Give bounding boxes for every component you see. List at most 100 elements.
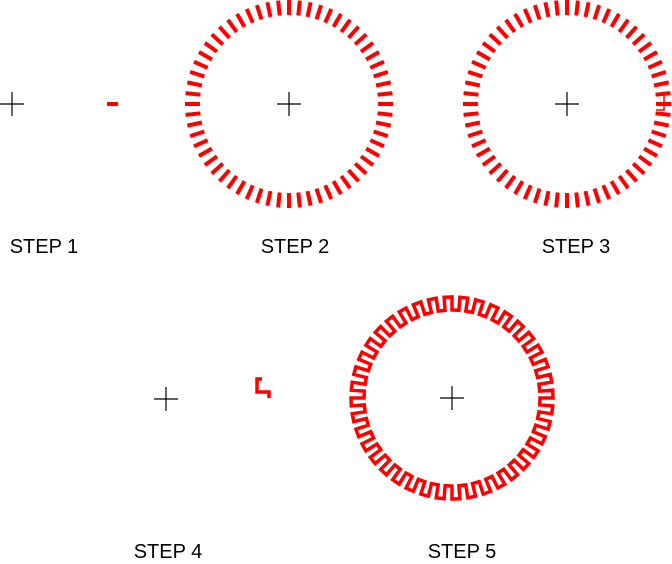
step-4-label: STEP 4: [133, 541, 203, 563]
radial-dash: [513, 180, 525, 196]
radial-dash: [210, 32, 225, 46]
radial-dash: [377, 111, 393, 117]
step-5-figure: [349, 295, 555, 501]
radial-dash: [463, 91, 479, 97]
radial-dash: [226, 174, 239, 190]
radial-dash: [314, 4, 324, 20]
radial-dash: [235, 180, 247, 196]
radial-dash: [655, 111, 671, 117]
radial-dash: [377, 91, 393, 97]
radial-dash: [235, 12, 247, 28]
radial-dash: [197, 50, 213, 62]
radial-dash: [369, 138, 385, 149]
radial-dash: [532, 4, 542, 20]
gear-tooth-segment: [255, 377, 271, 398]
radial-dash: [504, 18, 517, 34]
radial-dash: [637, 154, 653, 167]
radial-dash: [463, 111, 479, 117]
radial-dash: [365, 50, 381, 62]
radial-dash: [522, 184, 533, 200]
radial-dash: [305, 190, 313, 207]
step-3-figure: [463, 0, 671, 208]
radial-dash: [323, 8, 334, 24]
radial-dash: [601, 8, 612, 24]
radial-dash: [369, 59, 385, 70]
radial-dash: [254, 4, 264, 20]
radial-dash: [481, 41, 497, 54]
radial-dash: [653, 80, 670, 88]
radial-dash: [347, 25, 361, 40]
radial-dash: [467, 129, 483, 139]
radial-dash: [265, 190, 273, 207]
radial-dash: [592, 188, 602, 204]
radial-dash: [331, 12, 343, 28]
radial-dash: [554, 192, 560, 208]
radial-dash: [254, 188, 264, 204]
radial-dash: [543, 1, 551, 18]
radial-dash: [481, 154, 497, 167]
step-2-label: STEP 2: [260, 236, 330, 258]
radial-dash: [375, 80, 392, 88]
radial-dash: [637, 41, 653, 54]
radial-dash: [471, 59, 487, 70]
radial-dash: [244, 184, 255, 200]
radial-dash: [359, 41, 375, 54]
joined-segment: [656, 94, 665, 111]
crosshair-icon: [277, 92, 301, 116]
radial-dash: [653, 120, 670, 128]
step-5-label: STEP 5: [427, 541, 497, 563]
step-1-figure: [0, 92, 118, 116]
crosshair-icon: [0, 92, 24, 116]
radial-dash: [625, 168, 639, 183]
radial-dash: [583, 190, 591, 207]
gear-outline: [349, 295, 555, 501]
radial-dash: [488, 162, 503, 176]
step-2-figure: [185, 0, 393, 208]
radial-dash: [467, 69, 483, 79]
radial-dash: [643, 146, 659, 158]
radial-dash: [203, 154, 219, 167]
radial-dash: [543, 190, 551, 207]
radial-dash: [647, 138, 663, 149]
radial-dash: [193, 138, 209, 149]
radial-dash: [276, 192, 282, 208]
radial-dash: [504, 174, 517, 190]
radial-dash: [217, 168, 231, 183]
radial-dash: [464, 120, 481, 128]
radial-dash: [651, 129, 667, 139]
radial-dash: [601, 184, 612, 200]
radial-dash: [643, 50, 659, 62]
radial-dash: [353, 32, 368, 46]
crosshair-icon: [555, 92, 579, 116]
radial-dash: [276, 0, 282, 16]
radial-dash: [186, 80, 203, 88]
radial-dash: [265, 1, 273, 18]
step-1-label: STEP 1: [9, 236, 79, 258]
radial-dash: [532, 188, 542, 204]
radial-dash: [217, 25, 231, 40]
radial-dash: [574, 192, 580, 208]
radial-dash: [475, 50, 491, 62]
crosshair-icon: [440, 386, 464, 410]
radial-dash: [314, 188, 324, 204]
radial-dash: [185, 91, 201, 97]
radial-dash: [471, 138, 487, 149]
radial-dash: [609, 180, 621, 196]
radial-dash: [244, 8, 255, 24]
radial-dash: [353, 162, 368, 176]
radial-dash: [359, 154, 375, 167]
radial-dash: [296, 192, 302, 208]
radial-dash: [495, 168, 509, 183]
crosshair-icon: [154, 387, 178, 411]
radial-dash: [365, 146, 381, 158]
radial-dash: [651, 69, 667, 79]
radial-dash: [210, 162, 225, 176]
radial-dash: [464, 80, 481, 88]
radial-dash: [488, 32, 503, 46]
radial-dash: [475, 146, 491, 158]
radial-dash: [631, 162, 646, 176]
radial-dash: [375, 120, 392, 128]
radial-dash: [373, 129, 389, 139]
radial-dash: [323, 184, 334, 200]
